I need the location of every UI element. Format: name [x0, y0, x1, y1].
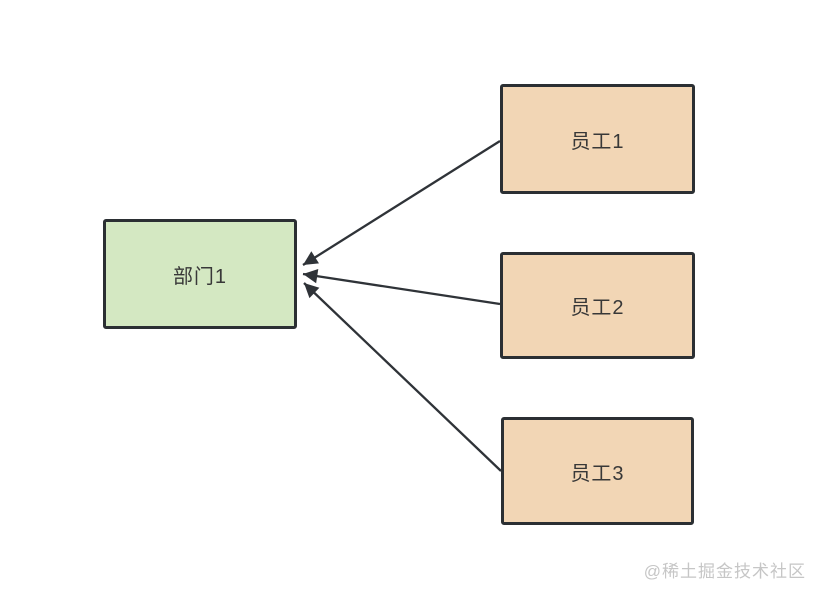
edge-employee2-to-department: [302, 269, 501, 306]
department-label: 部门1: [172, 265, 228, 288]
edge-employee3-to-department: [303, 282, 502, 472]
employee1-label: 员工1: [570, 130, 625, 153]
employee3-label: 员工3: [570, 462, 625, 485]
employee2-label: 员工2: [570, 297, 625, 319]
edge-employee1-to-department: [302, 140, 501, 266]
employee3-node: 员工3: [501, 417, 694, 525]
employee1-node: 员工1: [500, 84, 695, 194]
department-node: 部门1: [103, 219, 297, 329]
employee2-node: 员工2: [500, 252, 695, 359]
watermark-text: @稀土掘金技术社区: [643, 562, 806, 581]
